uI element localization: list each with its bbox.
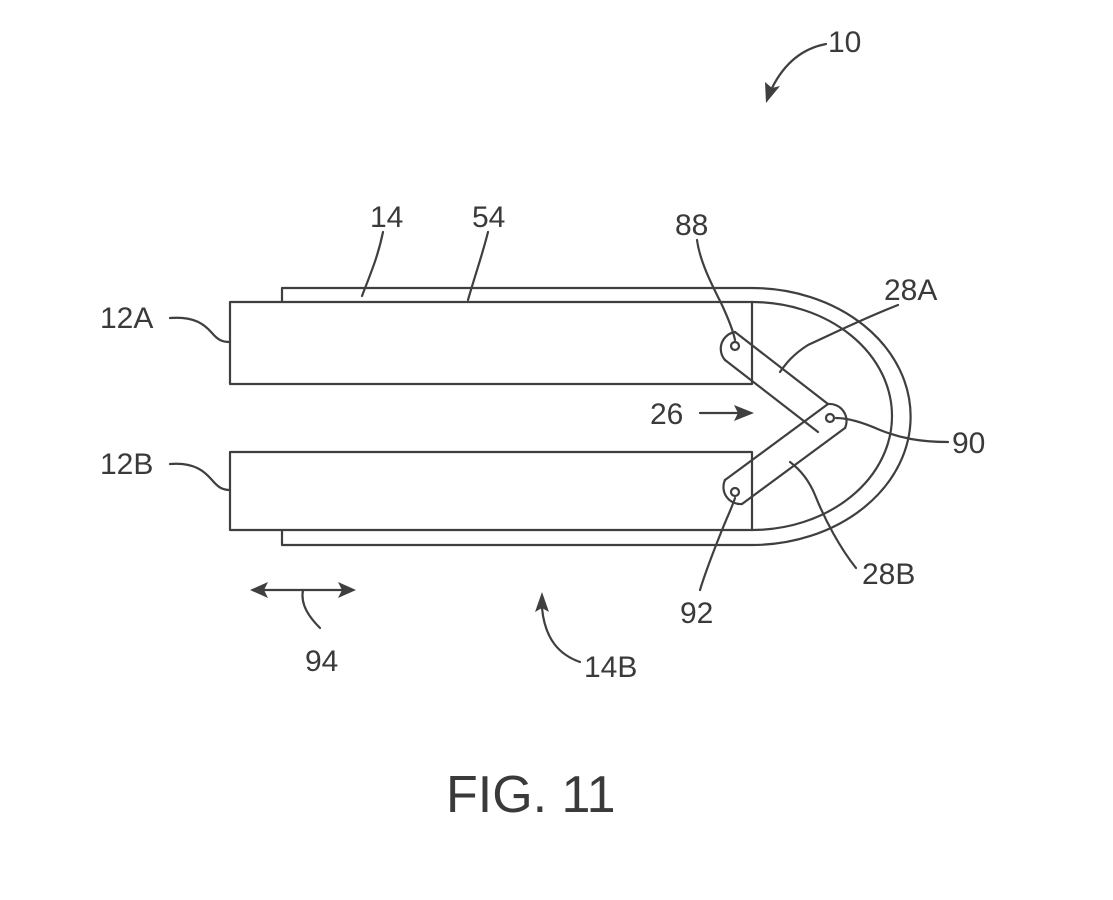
housing-12b — [228, 450, 754, 532]
pivot-92 — [729, 486, 741, 498]
leader-12b — [168, 462, 232, 492]
pivot-90 — [824, 412, 836, 424]
arrow-26 — [698, 405, 754, 421]
label-14b: 14B — [584, 651, 637, 684]
leader-88 — [695, 238, 737, 342]
label-14: 14 — [370, 201, 403, 234]
leader-12a — [168, 316, 232, 344]
label-54: 54 — [472, 201, 505, 234]
arrow-10 — [765, 42, 828, 103]
leader-28a — [778, 303, 900, 374]
flexible-cover-outer — [280, 286, 912, 547]
label-10: 10 — [828, 26, 861, 59]
leader-54 — [466, 230, 490, 302]
figure-caption: FIG. 11 — [446, 766, 616, 824]
pivot-88 — [729, 340, 741, 352]
leader-14 — [360, 230, 385, 298]
label-12b: 12B — [100, 448, 153, 481]
label-88: 88 — [675, 209, 708, 242]
label-12a: 12A — [100, 302, 153, 335]
housing-12a — [228, 300, 754, 386]
link-28a — [719, 330, 830, 434]
leader-90 — [834, 416, 950, 444]
flexible-cover-inner — [750, 300, 894, 532]
label-92: 92 — [680, 597, 713, 630]
label-28a: 28A — [884, 274, 937, 307]
label-28b: 28B — [862, 558, 915, 591]
label-94: 94 — [305, 645, 338, 678]
label-26: 26 — [650, 398, 683, 431]
leader-28b — [788, 460, 858, 570]
arrow-14b — [535, 592, 582, 664]
leader-92 — [698, 496, 737, 592]
label-90: 90 — [952, 427, 985, 460]
double-arrow-94 — [250, 582, 356, 630]
